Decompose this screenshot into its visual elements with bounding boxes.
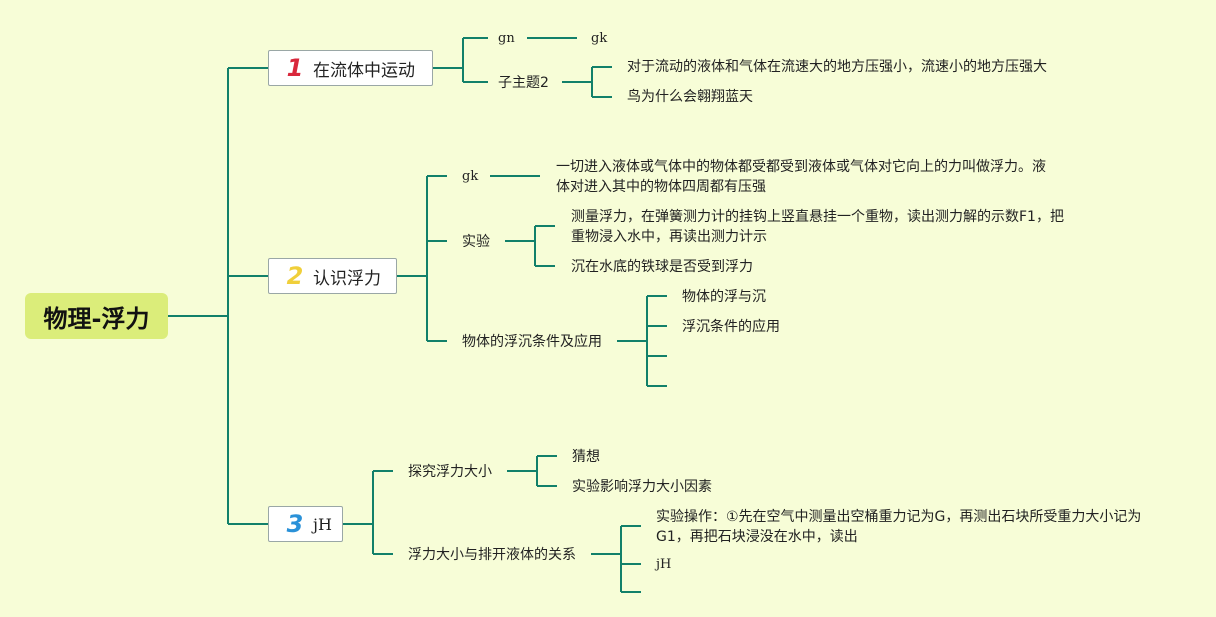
topic-pressure-rule[interactable]: 对于流动的液体和气体在流速大的地方压强小，流速小的地方压强大 (627, 59, 1047, 75)
topic-subtopic-2[interactable]: 子主题2 (498, 75, 549, 91)
branch-node-3[interactable]: 3 jH (268, 506, 343, 542)
topic-gk[interactable]: gk (591, 31, 608, 46)
topic-factors-experiment[interactable]: 实验影响浮力大小因素 (572, 479, 712, 495)
topic-gn[interactable]: gn (498, 31, 515, 46)
number-1-icon: 1 (286, 54, 304, 82)
topic-iron-ball[interactable]: 沉在水底的铁球是否受到浮力 (571, 259, 753, 275)
topic-buoyancy-definition[interactable]: 一切进入液体或气体中的物体都受都受到液体或气体对它向上的力叫做浮力。液 体对进入… (556, 157, 1046, 197)
root-node[interactable]: 物理-浮力 (25, 293, 168, 339)
text-line: 实验操作：①先在空气中测量出空桶重力记为G，再测出石块所受重力大小记为 (656, 509, 1142, 525)
topic-displaced-liquid-relation[interactable]: 浮力大小与排开液体的关系 (408, 547, 576, 563)
connector-sub2 (562, 66, 612, 98)
branch-node-2[interactable]: 2 认识浮力 (268, 258, 397, 294)
topic-explore-buoyancy[interactable]: 探究浮力大小 (408, 464, 492, 480)
connector-b3 (343, 470, 393, 555)
number-3-icon: 3 (286, 510, 304, 538)
topic-birds[interactable]: 鸟为什么会翱翔蓝天 (627, 89, 753, 105)
text-line: 一切进入液体或气体中的物体都受都受到液体或气体对它向上的力叫做浮力。液 (556, 159, 1046, 175)
topic-float-and-sink[interactable]: 物体的浮与沉 (682, 289, 766, 305)
topic-experiment[interactable]: 实验 (462, 234, 490, 250)
topic-jh[interactable]: jH (656, 557, 672, 572)
topic-float-sink-application[interactable]: 浮沉条件的应用 (682, 319, 780, 335)
text-line: G1，再把石块浸没在水中，读出 (656, 529, 858, 545)
connector-exp (505, 225, 555, 267)
text-line: 体对进入其中的物体四周都有压强 (556, 179, 766, 195)
text-line: 测量浮力，在弹簧测力计的挂钩上竖直悬挂一个重物，读出测力解的示数F1，把 (571, 209, 1064, 225)
connector-b1 (433, 37, 488, 83)
branch-label: 在流体中运动 (313, 60, 415, 81)
number-2-icon: 2 (286, 262, 304, 290)
topic-guess[interactable]: 猜想 (572, 449, 600, 465)
branch-node-1[interactable]: 1 在流体中运动 (268, 50, 433, 86)
connector-explore (507, 455, 557, 487)
topic-measure-buoyancy[interactable]: 测量浮力，在弹簧测力计的挂钩上竖直悬挂一个重物，读出测力解的示数F1，把 重物浸… (571, 207, 1064, 247)
topic-float-sink-conditions[interactable]: 物体的浮沉条件及应用 (462, 334, 602, 350)
topic-experiment-procedure[interactable]: 实验操作：①先在空气中测量出空桶重力记为G，再测出石块所受重力大小记为 G1，再… (656, 507, 1141, 547)
root-title: 物理-浮力 (43, 304, 150, 333)
text-line: 重物浸入水中，再读出测力计示 (571, 229, 767, 245)
connector-relation (591, 525, 641, 593)
branch-label: 认识浮力 (313, 268, 381, 289)
topic-gk[interactable]: gk (462, 169, 479, 184)
connector-b2 (397, 175, 447, 342)
connector-float (617, 295, 667, 387)
branch-label: jH (313, 514, 332, 534)
